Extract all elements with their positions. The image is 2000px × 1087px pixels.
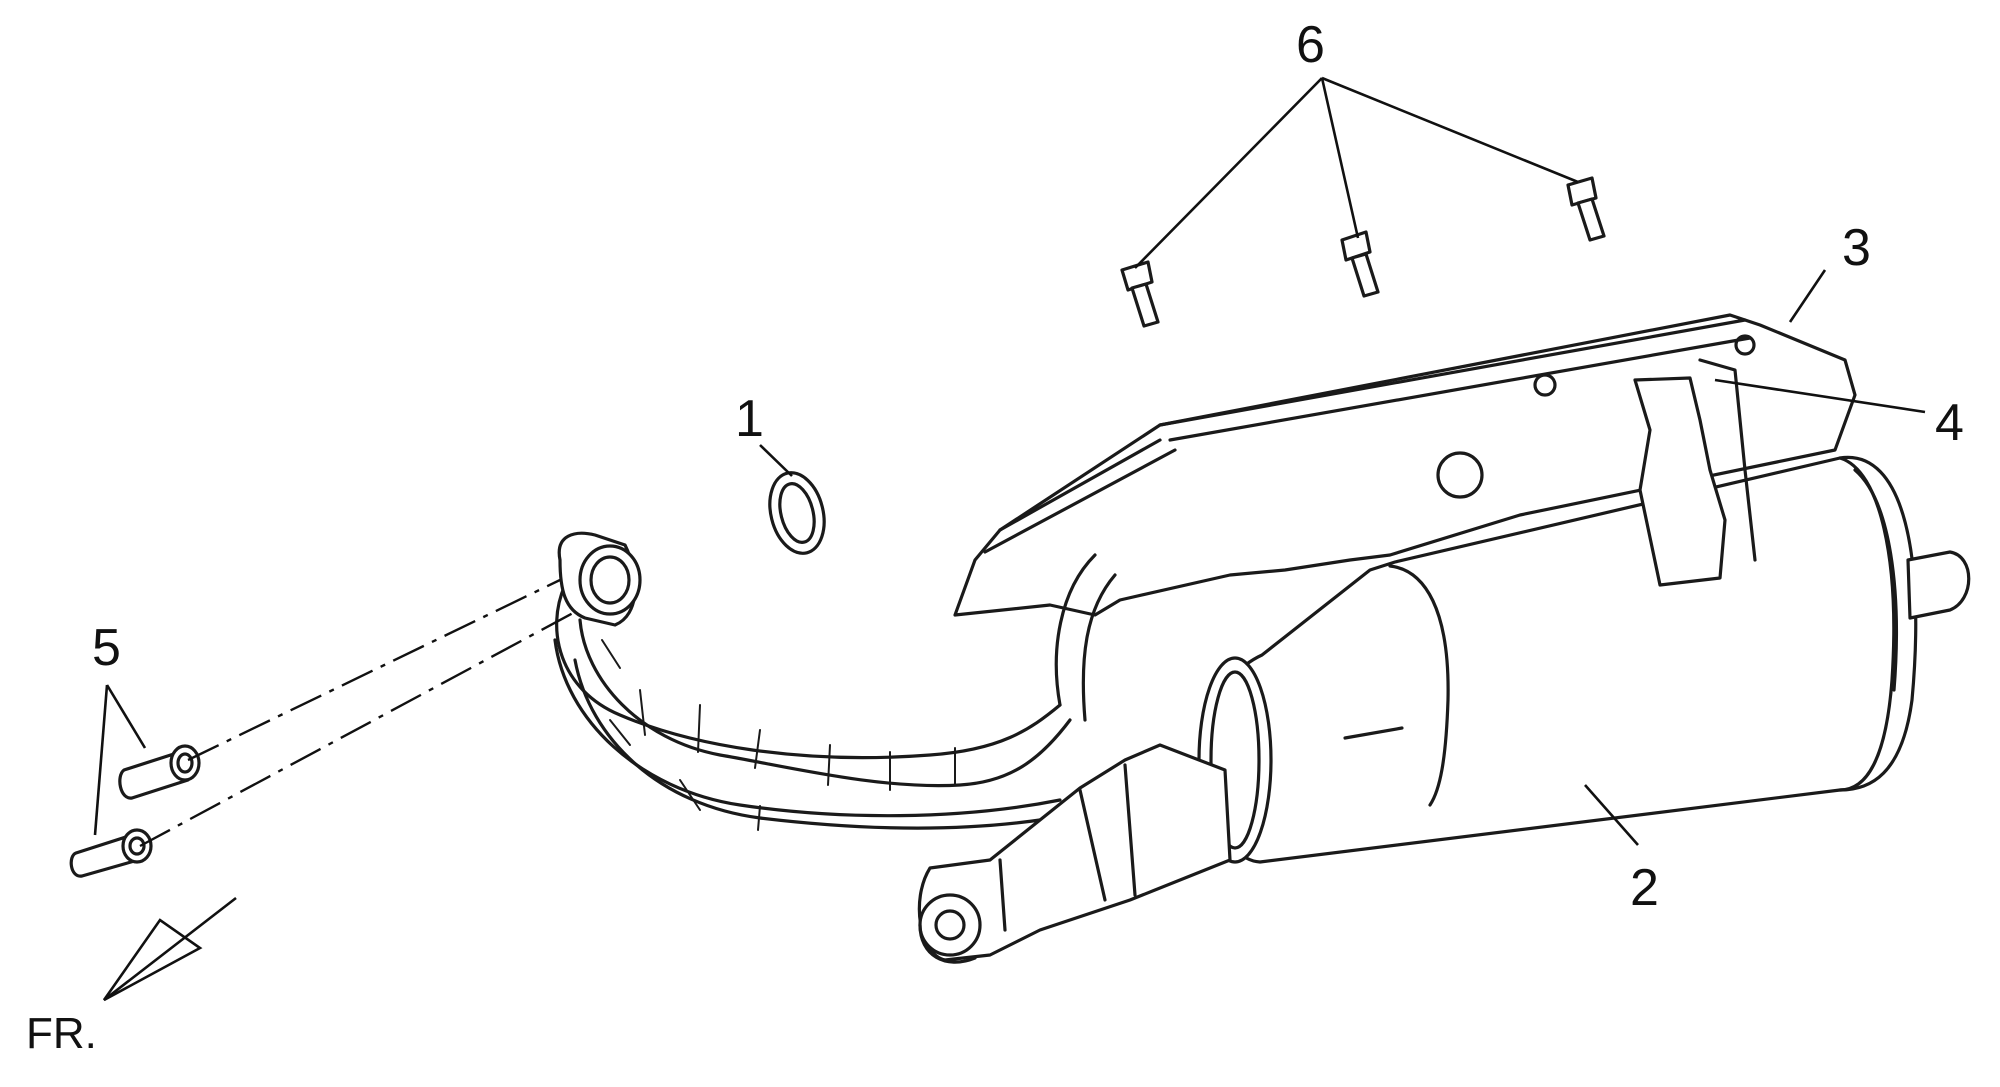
bolt-left xyxy=(1120,260,1160,328)
heat-shield xyxy=(953,313,1857,617)
front-direction-arrow-icon xyxy=(102,896,237,1002)
callout-3: 3 xyxy=(1842,219,1871,277)
stud-bolt-upper xyxy=(118,744,201,800)
callout-5: 5 xyxy=(92,619,121,677)
leader-lines xyxy=(93,76,1926,846)
assembly-centerlines xyxy=(139,578,576,848)
exhaust-pipe xyxy=(553,531,1117,831)
callout-2: 2 xyxy=(1630,859,1659,917)
exhaust-gasket xyxy=(768,471,826,555)
callout-6: 6 xyxy=(1296,16,1325,74)
callout-1: 1 xyxy=(735,390,764,448)
callout-4: 4 xyxy=(1935,394,1964,452)
bolt-right xyxy=(1566,176,1606,242)
stud-bolt-lower xyxy=(69,828,153,878)
bolt-middle xyxy=(1340,230,1380,298)
mounting-bracket xyxy=(917,743,1232,964)
front-direction-label: FR. xyxy=(26,1009,97,1058)
muffler xyxy=(1197,455,1971,864)
